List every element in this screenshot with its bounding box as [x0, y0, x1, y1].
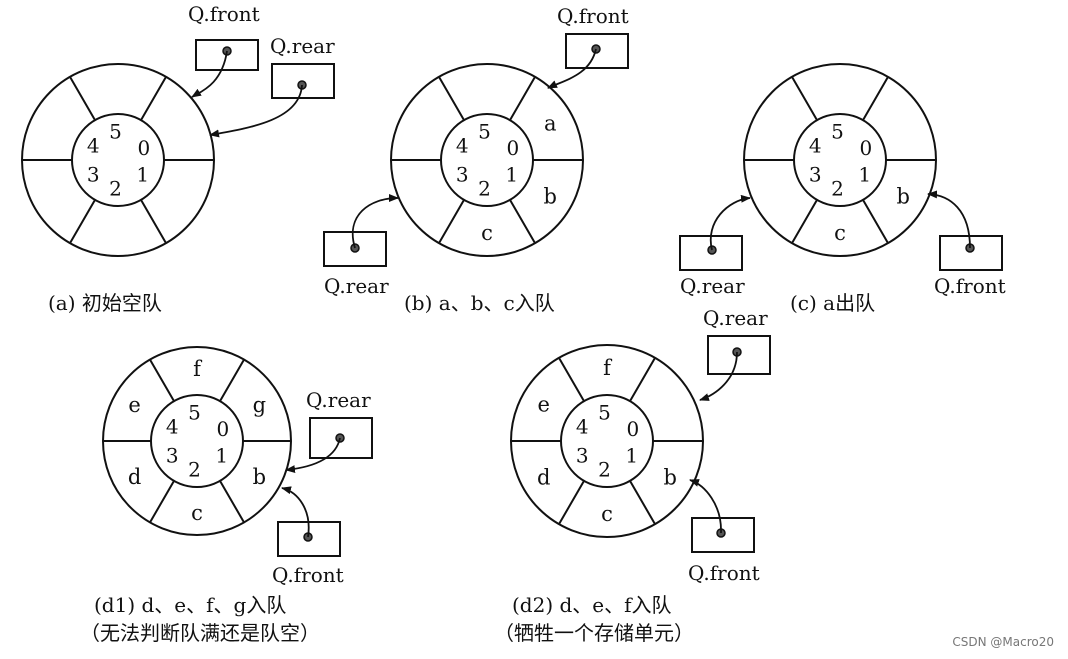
diagram-c-index-2: 2 [831, 176, 844, 200]
diagram-d1-slot-5-value: f [193, 357, 203, 381]
diagram-d2-rear-pointer-arrow [699, 351, 738, 401]
diagram-d2-divider-1 [629, 480, 656, 525]
diagram-b-index-5: 5 [478, 120, 491, 144]
diagram-c-rear-label: Q.rear [680, 274, 745, 298]
diagram-c-rear-pointer-arrow [709, 194, 751, 251]
diagram-c-slot-1-value: b [896, 185, 909, 209]
diagram-d2-index-3: 3 [576, 443, 589, 467]
diagram-d2-slot-1-value: b [663, 466, 676, 490]
diagram-d1-slot-0-value: g [253, 393, 266, 417]
caption-c: (c) a出队 [790, 291, 876, 315]
diagram-d2-divider-2 [558, 480, 585, 525]
diagram-d1-slot-2-value: c [191, 501, 203, 525]
diagram-d1-slot-4-value: e [128, 393, 140, 417]
diagram-d1-divider-5 [219, 359, 245, 402]
caption-d2-line2: （牺牲一个存储单元） [494, 621, 694, 645]
diagram-d2-index-4: 4 [576, 415, 589, 439]
diagram-d2-index-2: 2 [598, 457, 611, 481]
diagram-d2-index-0: 0 [626, 417, 639, 441]
diagram-d1-front-label: Q.front [272, 563, 344, 587]
diagram-d2-slot-5-value: f [603, 356, 613, 380]
diagram-a-index-0: 0 [137, 136, 150, 160]
diagram-c-divider-4 [791, 76, 818, 121]
diagram-a-index-3: 3 [87, 162, 100, 186]
diagram-d2-divider-4 [558, 357, 585, 402]
diagram-c-divider-5 [862, 76, 889, 121]
diagram-c-front-pointer-arrow [927, 190, 971, 249]
watermark: CSDN @Macro20 [952, 635, 1054, 649]
diagram-b-divider-2 [438, 199, 465, 244]
diagram-a-index-5: 5 [109, 120, 122, 144]
diagram-b-index-3: 3 [456, 162, 469, 186]
diagram-c-front-pointer-box [939, 235, 1003, 271]
diagram-d2-front-label: Q.front [688, 561, 760, 585]
diagram-d1-index-5: 5 [188, 401, 201, 425]
diagram-b-divider-5 [509, 76, 536, 121]
diagram-d2-front-pointer-arrow [689, 479, 722, 534]
diagram-d1-front-pointer-arrow [281, 486, 310, 538]
diagram-d1-divider-4 [149, 359, 175, 402]
diagram-b-slot-0-value: a [544, 112, 557, 136]
diagram-c-divider-2 [791, 199, 818, 244]
diagram-b-rear-pointer-arrow [352, 194, 399, 249]
diagram-d2-rear-label: Q.rear [703, 306, 768, 330]
diagram-b-divider-1 [509, 199, 536, 244]
diagram-a-front-label: Q.front [188, 2, 260, 26]
caption-a: (a) 初始空队 [48, 291, 162, 315]
diagram-d1-rear-label: Q.rear [306, 388, 371, 412]
diagram-c-index-5: 5 [831, 120, 844, 144]
diagram-b-slot-2-value: c [481, 221, 493, 245]
diagram-b-rear-label: Q.rear [324, 274, 389, 298]
diagram-d1-index-4: 4 [166, 415, 179, 439]
diagram-d1-divider-2 [149, 480, 175, 523]
diagram-b-divider-4 [438, 76, 465, 121]
diagram-a-rear-label: Q.rear [270, 34, 335, 58]
diagram-c-slot-2-value: c [834, 221, 846, 245]
diagram-a-front-pointer-arrow [191, 50, 228, 98]
diagram-c-index-3: 3 [809, 162, 822, 186]
diagram-c-front-label: Q.front [934, 274, 1006, 298]
diagram-a-index-4: 4 [87, 134, 100, 158]
diagram-b-front-pointer-arrow [547, 48, 597, 89]
diagram-a-rear-pointer-arrow [209, 84, 303, 138]
diagram-d1-index-2: 2 [188, 457, 201, 481]
diagram-d1-slot-3-value: d [128, 465, 141, 489]
caption-d1-line1: (d1) d、e、f、g入队 [94, 593, 287, 617]
diagram-d2-slot-3-value: d [537, 466, 550, 490]
caption-d1-line2: （无法判断队满还是队空） [80, 621, 320, 645]
diagram-c-index-0: 0 [859, 136, 872, 160]
diagram-b-front-label: Q.front [557, 4, 629, 28]
diagram-d1-slot-1-value: b [253, 465, 266, 489]
diagram-d2-slot-4-value: e [538, 393, 550, 417]
diagram-c-index-4: 4 [809, 134, 822, 158]
diagram-b-index-2: 2 [478, 176, 491, 200]
diagram-b-slot-1-value: b [543, 185, 556, 209]
diagram-a-index-2: 2 [109, 176, 122, 200]
diagram-a-divider-1 [140, 199, 167, 244]
diagram-a-divider-5 [140, 76, 167, 121]
diagram-a-divider-4 [69, 76, 96, 121]
diagram-d1-index-3: 3 [166, 443, 179, 467]
diagram-d1-rear-pointer-arrow [285, 437, 341, 474]
diagram-d1-index-1: 1 [215, 443, 228, 467]
diagram-c-index-1: 1 [858, 162, 871, 186]
diagram-d1-divider-1 [219, 480, 245, 523]
diagram-b-index-0: 0 [506, 136, 519, 160]
diagram-a-index-1: 1 [136, 162, 149, 186]
diagram-d2-slot-2-value: c [601, 502, 613, 526]
diagram-b-index-1: 1 [505, 162, 518, 186]
diagram-b-index-4: 4 [456, 134, 469, 158]
caption-d2-line1: (d2) d、e、f入队 [512, 593, 672, 617]
diagram-c-divider-1 [862, 199, 889, 244]
diagram-d2-index-5: 5 [598, 401, 611, 425]
diagram-d2-divider-5 [629, 357, 656, 402]
diagram-d2-index-1: 1 [625, 443, 638, 467]
caption-b: (b) a、b、c入队 [404, 291, 555, 315]
diagram-a-divider-2 [69, 199, 96, 244]
diagram-d1-index-0: 0 [216, 417, 229, 441]
